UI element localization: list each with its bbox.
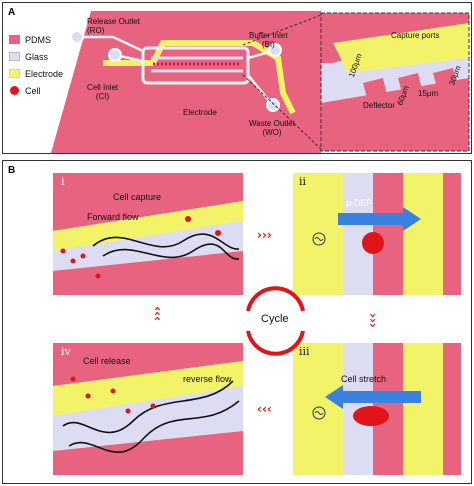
forward-flow-label: Forward flow <box>87 212 139 222</box>
cell-inlet-label: Cell Inlet (CI) <box>87 83 119 101</box>
step-i-label: i <box>61 175 65 188</box>
deflector-post-1 <box>363 78 387 98</box>
waste-outlet-port <box>266 98 280 112</box>
scene-ii <box>293 173 461 295</box>
panel-b: B <box>2 160 472 484</box>
cell-stretch-label: Cell stretch <box>341 374 387 384</box>
legend-item-electrode: Electrode <box>9 65 63 82</box>
zoom-line-top <box>242 14 322 46</box>
panel-b-label: B <box>8 165 16 176</box>
cycle-label: Cycle <box>261 313 289 325</box>
cell-release-label: Cell release <box>83 356 131 366</box>
electrode-label: Electrode <box>183 108 217 117</box>
legend-label: Glass <box>25 51 49 62</box>
legend-label: Electrode <box>25 68 64 79</box>
deflector-post-2 <box>398 73 422 93</box>
step-iv-label: iv <box>61 345 71 358</box>
legend-label: Cell <box>25 85 41 96</box>
ro-channel <box>81 35 144 53</box>
pdms-swatch <box>9 35 20 44</box>
scene-iv <box>53 343 243 475</box>
release-outlet-port <box>70 30 84 44</box>
buffer-inlet-label: Buffer Inlet (BI) <box>249 31 288 49</box>
zoom-line-bottom <box>242 74 322 150</box>
capture-ports-label: Capture ports <box>391 31 440 40</box>
inset-border <box>320 12 470 152</box>
wo-channel <box>247 74 272 104</box>
dim-15um: 15μm <box>418 89 439 98</box>
p-dep-label: p-DEP <box>346 198 373 208</box>
electrode-swatch <box>9 69 20 78</box>
deflector-label: Deflector <box>363 101 396 110</box>
glass-swatch <box>9 52 20 61</box>
panel-a: A PDMS Glass Electrode Cell <box>2 2 472 154</box>
cell-inlet-port <box>108 48 122 62</box>
waste-outlet-label: Waste Outlet (WO) <box>249 119 295 137</box>
inset-pdms-bottom <box>321 78 469 151</box>
buffer-inlet-port <box>268 43 282 57</box>
legend-item-pdms: PDMS <box>9 31 63 48</box>
reverse-flow-label: reverse flow <box>183 374 232 384</box>
chip-diagram <box>51 11 470 153</box>
step-iii-label: iii <box>299 345 310 358</box>
legend-item-cell: Cell <box>9 82 63 99</box>
legend-label: PDMS <box>25 34 52 45</box>
svg-text:‹‹‹: ‹‹‹ <box>257 402 272 416</box>
svg-text:›››: ››› <box>366 313 380 328</box>
panel-a-label: A <box>8 7 16 18</box>
cycle-diagram: ››› ‹‹‹ ››› ››› <box>53 173 461 475</box>
cell-dot <box>10 86 19 95</box>
svg-text:›››: ››› <box>257 228 272 242</box>
deflector-post-3 <box>433 68 457 88</box>
svg-text:›››: ››› <box>150 306 164 321</box>
scene-iii <box>293 343 461 475</box>
inset-electrode <box>333 23 469 73</box>
step-ii-label: ii <box>299 175 307 188</box>
cell-capture-label: Cell capture <box>113 192 162 202</box>
channel-outline <box>141 46 250 85</box>
legend: PDMS Glass Electrode Cell <box>9 31 63 99</box>
release-outlet-label: Release Outlet (RO) <box>87 17 140 35</box>
scene-i <box>53 173 243 295</box>
legend-item-glass: Glass <box>9 48 63 65</box>
